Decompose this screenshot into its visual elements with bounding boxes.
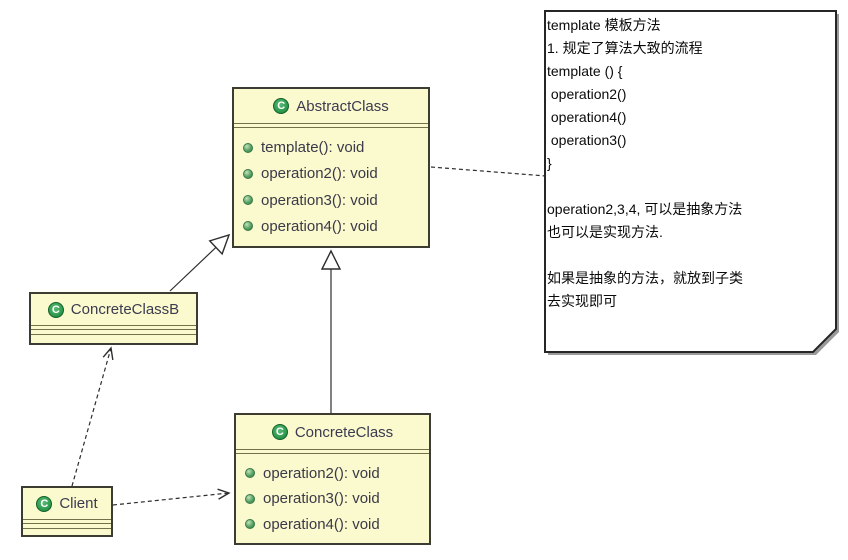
note-line: template () {	[547, 63, 623, 79]
method-row[interactable]: operation3(): void	[236, 490, 429, 507]
note-line: 1. 规定了算法大致的流程	[547, 40, 703, 56]
note-line: 如果是抽象的方法，就放到子类	[547, 270, 743, 286]
class-box-client[interactable]: C Client	[21, 486, 113, 537]
methods-compartment: operation2(): void operation3(): void op…	[236, 454, 429, 543]
public-method-icon	[243, 195, 253, 206]
method-row[interactable]: operation2(): void	[236, 465, 429, 482]
class-header: C Client	[23, 488, 111, 520]
compartment-separator	[23, 520, 111, 524]
method-label: operation3(): void	[261, 191, 378, 209]
methods-compartment-empty	[23, 529, 111, 535]
note-line: operation4()	[547, 109, 627, 125]
class-name: ConcreteClass	[294, 423, 394, 441]
dependency-client-concreteclass[interactable]	[112, 488, 231, 506]
generalization-concreteclassb-abstractclass[interactable]	[169, 235, 229, 292]
note-line: operation3()	[547, 132, 627, 148]
public-method-icon	[243, 168, 253, 179]
class-name: ConcreteClassB	[70, 301, 180, 318]
class-header: C AbstractClass	[234, 89, 428, 124]
compartment-separator	[236, 450, 429, 454]
class-name: AbstractClass	[296, 97, 389, 115]
class-box-concreteclassb[interactable]: C ConcreteClassB	[29, 292, 198, 345]
note-line: 也可以是实现方法.	[547, 224, 663, 240]
attributes-compartment-empty	[31, 330, 196, 335]
public-method-icon	[245, 493, 255, 504]
note-line	[547, 175, 829, 198]
class-header: C ConcreteClass	[236, 415, 429, 450]
public-method-icon	[243, 221, 253, 232]
method-label: operation4(): void	[263, 515, 380, 533]
class-box-concreteclass[interactable]: C ConcreteClass operation2(): void opera…	[234, 413, 431, 545]
class-icon: C	[273, 98, 290, 114]
method-label: operation4(): void	[261, 217, 378, 235]
method-row[interactable]: template(): void	[234, 139, 428, 156]
public-method-icon	[245, 519, 255, 529]
class-icon: C	[271, 424, 288, 440]
method-label: operation3(): void	[263, 490, 380, 507]
note-anchor-line[interactable]	[430, 166, 547, 177]
note-annotation[interactable]: template 模板方法 1. 规定了算法大致的流程 template () …	[547, 14, 829, 313]
method-row[interactable]: operation3(): void	[234, 192, 428, 209]
methods-compartment: template(): void operation2(): void oper…	[234, 128, 428, 246]
note-line: template 模板方法	[547, 17, 661, 33]
method-label: template(): void	[261, 139, 365, 157]
note-shape[interactable]	[544, 10, 837, 353]
note-line	[547, 244, 829, 267]
method-label: operation2(): void	[261, 165, 378, 183]
method-row[interactable]: operation4(): void	[234, 218, 428, 235]
attributes-compartment-empty	[23, 524, 111, 529]
methods-compartment-empty	[31, 335, 196, 343]
class-name: Client	[59, 495, 98, 512]
note-line: operation2,3,4, 可以是抽象方法	[547, 201, 743, 217]
compartment-separator	[234, 124, 428, 128]
class-header: C ConcreteClassB	[31, 294, 196, 326]
note-line: }	[547, 155, 552, 171]
class-icon: C	[36, 495, 53, 512]
public-method-icon	[245, 468, 255, 478]
note-line: operation2()	[547, 86, 627, 102]
class-box-abstractclass[interactable]: C AbstractClass template(): void operati…	[232, 87, 430, 248]
public-method-icon	[243, 142, 253, 153]
method-row[interactable]: operation2(): void	[234, 165, 428, 182]
class-icon: C	[47, 301, 64, 318]
method-row[interactable]: operation4(): void	[236, 516, 429, 533]
method-label: operation2(): void	[263, 464, 380, 482]
dependency-client-concreteclassb[interactable]	[71, 346, 114, 487]
compartment-separator	[31, 326, 196, 330]
note-line: 去实现即可	[547, 293, 617, 309]
